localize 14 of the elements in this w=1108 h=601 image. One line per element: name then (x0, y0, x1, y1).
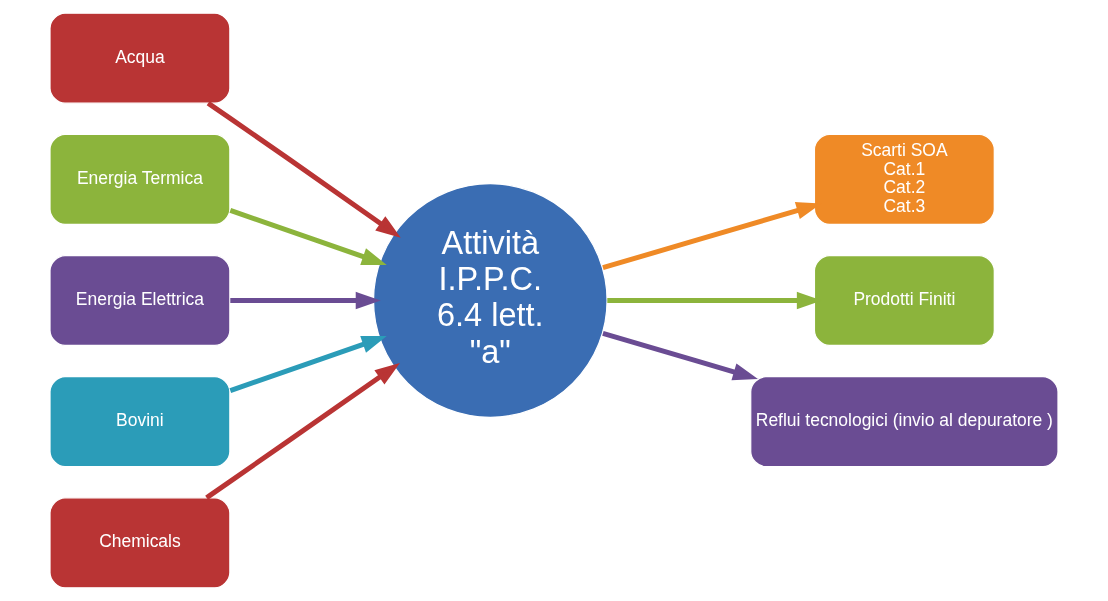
node-box: Acqua (49, 12, 231, 104)
arrow (602, 330, 758, 381)
node-box: Energia Elettrica (49, 254, 231, 347)
arrow (206, 101, 401, 238)
node-box: Prodotti Finiti (813, 254, 995, 347)
arrow (205, 362, 400, 500)
node-box: Chemicals (49, 497, 231, 589)
arrow (230, 291, 381, 310)
arrow (229, 336, 387, 393)
node-box: Energia Termica (49, 133, 231, 225)
node-box: Reflui tecnologici (invio al depuratore ) (750, 376, 1059, 468)
node-box: Scarti SOA Cat.1 Cat.2 Cat.3 (813, 133, 995, 225)
arrow (229, 208, 387, 265)
node-box: Bovini (49, 376, 231, 468)
